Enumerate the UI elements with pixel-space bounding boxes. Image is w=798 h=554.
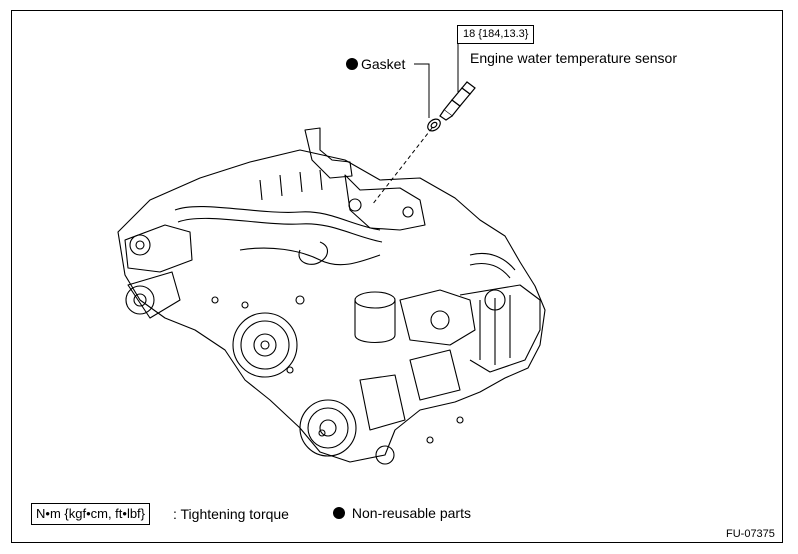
- gasket-callout: Gasket: [346, 56, 405, 72]
- oil-filter: [354, 300, 396, 344]
- engine-block-outline: [117, 149, 546, 463]
- crank-pulley: [232, 312, 298, 378]
- figure-id: FU-07375: [726, 528, 775, 540]
- gasket-label: Gasket: [361, 56, 406, 72]
- lower-pulley: [299, 399, 357, 457]
- gasket-part: [427, 118, 441, 132]
- intake-pipe: [174, 205, 381, 231]
- filled-circle-icon: [346, 58, 358, 70]
- torque-legend-desc: : Tightening torque: [173, 506, 289, 522]
- nonreusable-legend: Non-reusable parts: [333, 505, 471, 521]
- installation-dashed-line: [371, 127, 433, 206]
- mounting-bracket: [304, 127, 353, 179]
- water-temperature-sensor: [439, 81, 476, 121]
- filled-circle-icon: [333, 507, 345, 519]
- gasket-leader-line: [414, 63, 430, 118]
- figure-frame: [11, 10, 783, 543]
- left-cam-cover: [124, 224, 193, 273]
- sensor-label: Engine water temperature sensor: [470, 50, 677, 66]
- torque-spec-box: 18 {184,13.3}: [457, 25, 535, 44]
- nonreusable-legend-desc: Non-reusable parts: [351, 505, 471, 521]
- torque-unit-box: N•m {kgf•cm, ft•lbf}: [31, 503, 151, 525]
